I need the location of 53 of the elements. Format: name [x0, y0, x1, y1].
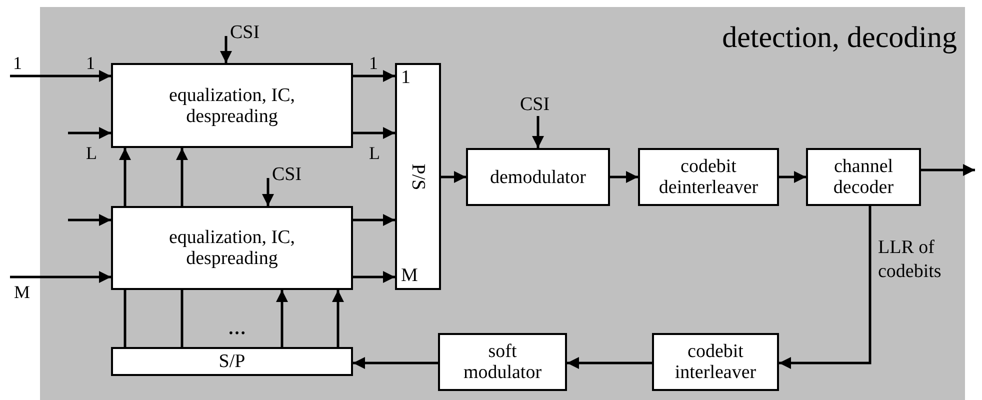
box-label: soft modulator [462, 341, 543, 383]
port-label: 1 [86, 53, 95, 73]
converter-box [395, 63, 441, 290]
box-label: channel decoder [832, 156, 895, 198]
arrow [779, 171, 806, 183]
process-box [638, 148, 779, 206]
port-label: 1 [369, 53, 378, 73]
arrow [10, 271, 111, 283]
port-label: M [401, 265, 418, 286]
box-label: codebit deinterleaver [658, 156, 760, 198]
arrow [353, 214, 395, 226]
arrow [921, 164, 975, 176]
port-label: M [14, 282, 30, 302]
arrow [68, 214, 111, 226]
arrow [220, 36, 232, 63]
port-label: L [86, 143, 97, 163]
arrow [779, 206, 872, 369]
process-box [111, 206, 353, 290]
arrow [176, 148, 188, 206]
arrow [262, 178, 274, 206]
box-label: P/S [408, 163, 428, 190]
arrow [353, 70, 395, 82]
panel-title: detection, decoding [722, 21, 957, 55]
process-box [806, 148, 921, 206]
box-label: S/P [218, 351, 246, 372]
process-box [652, 333, 779, 391]
arrow [567, 357, 652, 369]
ellipsis: … [228, 318, 246, 338]
process-box [466, 148, 610, 206]
arrow [353, 127, 395, 139]
box-label: demodulator [488, 166, 588, 188]
input-label: CSI [230, 22, 260, 43]
input-label: CSI [520, 94, 550, 115]
box-label: equalization, IC, despreading [168, 227, 296, 269]
arrow [610, 171, 638, 183]
arrow [68, 127, 111, 139]
input-label: CSI [272, 164, 302, 185]
arrow [332, 290, 344, 347]
arrow [353, 357, 438, 369]
arrow [532, 116, 544, 148]
box-label: codebit interleaver [674, 341, 758, 383]
port-label: L [369, 143, 380, 163]
process-box [111, 347, 353, 376]
port-label: 1 [401, 67, 410, 88]
arrow [353, 271, 395, 283]
box-label: equalization, IC, despreading [168, 84, 296, 126]
arrow [119, 148, 131, 206]
arrow [441, 171, 466, 183]
arrow [276, 290, 288, 347]
port-label: 1 [13, 53, 22, 73]
process-box [438, 333, 567, 391]
process-box [111, 63, 353, 148]
arrow [10, 70, 111, 82]
